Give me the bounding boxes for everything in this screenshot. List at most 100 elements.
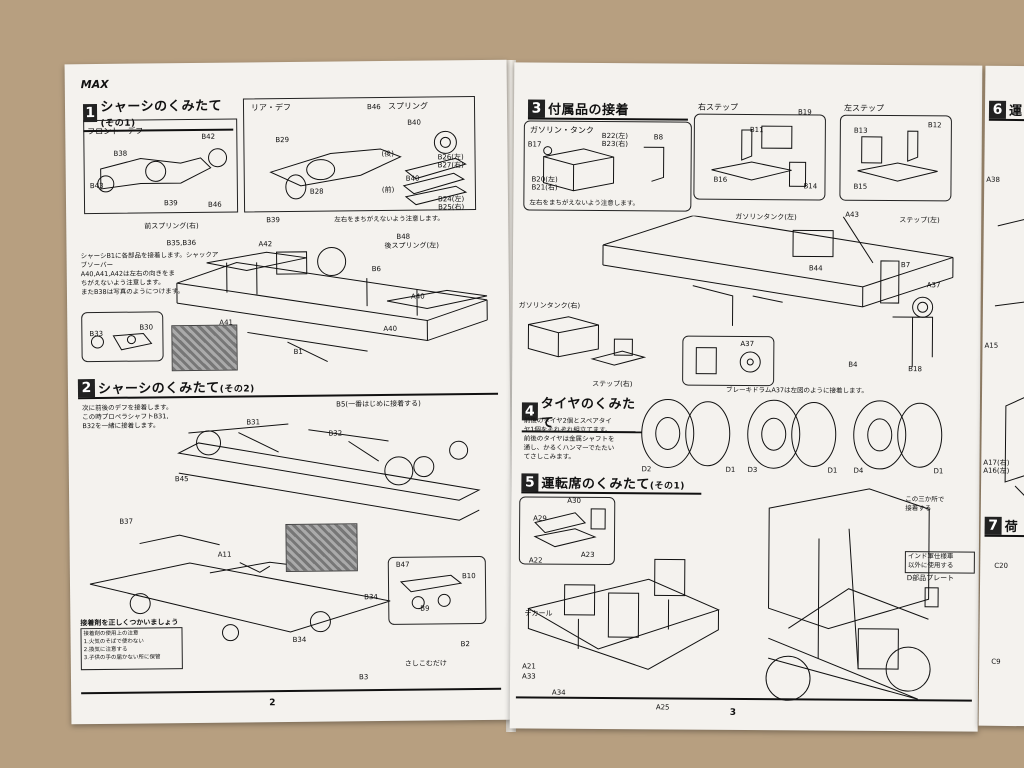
footer-rule [81, 687, 502, 695]
part-label: B11 [749, 126, 764, 135]
part-label: B12 [927, 121, 942, 130]
left-step-drawing [857, 130, 938, 182]
page-number-left: 2 [269, 698, 276, 709]
part-label: D1 [933, 467, 944, 476]
decal-label: デカール [524, 609, 553, 618]
india-note: インド軍仕様車 以外に使用する [907, 552, 954, 570]
gas-tank-label: ガソリン・タンク [529, 125, 594, 135]
part-label: B21(右) [531, 183, 558, 192]
part-label: B31 [246, 418, 261, 427]
sashikomu-note: さしこむだけ [404, 659, 447, 668]
front-note: (前) [381, 185, 395, 195]
step7-number: 7 [984, 516, 1002, 535]
gas-tank-right-drawing [527, 316, 600, 358]
part-label: B42 [201, 132, 216, 141]
step1-note: シャーシB1に各部品を接着します。シャックアブソーバー A40,A41,A42は… [80, 250, 219, 297]
part-label: B19 [797, 108, 812, 117]
part-label: B9 [420, 604, 430, 613]
step6-header: 6 運 [988, 99, 1024, 122]
part-label: B14 [803, 182, 818, 191]
part-label: B7 [900, 261, 911, 270]
frame-accessories-drawing [602, 215, 954, 368]
part-label: A40 [383, 324, 398, 334]
part-label: B6 [371, 265, 382, 274]
step4-note: 前後のタイヤ2個とスペアタイ ヤ1個をそれぞれ組立てます。 前後のタイヤは金属シ… [523, 416, 615, 461]
part-label: B35,B36 [166, 238, 197, 248]
step3-header: 3 付属品の接着 [527, 98, 689, 121]
rear-note: (後) [381, 149, 395, 159]
part-label: B15 [853, 182, 868, 191]
step6-number: 6 [988, 100, 1007, 119]
right-step-label: 右ステップ [697, 102, 739, 112]
part-label: A30 [567, 496, 582, 505]
tire-drawing [641, 398, 943, 470]
part-label: B37 [119, 517, 134, 526]
three-points-note: この三か所で 接着する [905, 495, 945, 513]
part-label: B48 [396, 232, 411, 241]
part-label: A33 [522, 672, 536, 681]
part-label: B43 [89, 181, 104, 191]
gas-tank-right-label: ガソリンタンク(右) [518, 301, 581, 310]
part-label: B32 [328, 429, 343, 438]
part-label: B39 [163, 199, 178, 208]
step2-number: 2 [77, 378, 96, 397]
part-label: B4 [848, 360, 858, 369]
right-step-drawing [711, 125, 807, 187]
part-label: B33 [89, 329, 104, 339]
part-label: A25 [655, 703, 670, 712]
step7-header: 7 荷 [984, 515, 1024, 538]
part-label: D1 [827, 466, 838, 475]
step2-header: 2 シャーシのくみたて(その2) [77, 373, 499, 400]
reference-photo [285, 523, 358, 573]
chassis-frame-drawing [176, 247, 488, 363]
step3-title: 付属品の接着 [547, 102, 630, 119]
part-label: A15 [984, 341, 999, 350]
part-label: B46 [207, 200, 222, 209]
part-label: B46 [366, 103, 381, 112]
chassis-bottom-drawing [89, 534, 391, 642]
part-label: B40 [407, 118, 421, 127]
part-label: A38 [986, 175, 1001, 184]
part-label: B8 [653, 133, 664, 142]
step5-title: 運転席のくみたて(その1) [541, 476, 685, 493]
seat-drawing [533, 508, 606, 548]
part-label: D1 [725, 465, 736, 474]
gas-tank-drawing [542, 146, 665, 192]
part-label: D3 [747, 466, 758, 475]
rear-diff-label: リア・デフ [250, 102, 292, 113]
part-label: D2 [641, 465, 652, 474]
part-label: B38 [113, 149, 128, 158]
edge-drawing [994, 215, 1024, 507]
part-label: B39 [266, 216, 280, 225]
part-label: B18 [908, 365, 922, 374]
part-label: A37 [926, 281, 941, 290]
part-label: B30 [139, 323, 154, 332]
differential-drawing [97, 130, 468, 206]
cab-drawing [765, 488, 931, 701]
spring-label: スプリング [387, 101, 429, 111]
brand-logo: MAX [80, 77, 109, 92]
part-label: A11 [217, 550, 232, 559]
page-number-right: 3 [729, 707, 737, 718]
part-label: B27(右) [437, 161, 464, 170]
driver-seat-drawing [527, 558, 720, 670]
part-label: B3 [358, 673, 369, 682]
part-label: B29 [275, 135, 290, 145]
part-label: A42 [258, 240, 273, 249]
step7-title-fragment: 荷 [1004, 519, 1019, 536]
left-page: MAX 1 シャーシのくみたて(その1) リア・デフ スプリング フロント・デフ… [64, 59, 514, 725]
part-label: B28 [309, 187, 324, 196]
part-label: B10 [461, 572, 476, 581]
part-label: B16 [713, 175, 728, 184]
part-label: A43 [845, 210, 860, 219]
part-label: B45 [174, 475, 189, 484]
part-label: A16(左) [983, 466, 1010, 475]
left-step-label: 左ステップ [843, 103, 885, 113]
b33-drawing [90, 333, 153, 351]
axle-assembly-drawing [177, 423, 481, 521]
part-label: B2 [460, 640, 470, 649]
step3-number: 3 [527, 98, 546, 118]
part-label: B44 [808, 264, 823, 273]
part-label: B1 [293, 347, 303, 356]
part-label: A40 [410, 292, 425, 301]
